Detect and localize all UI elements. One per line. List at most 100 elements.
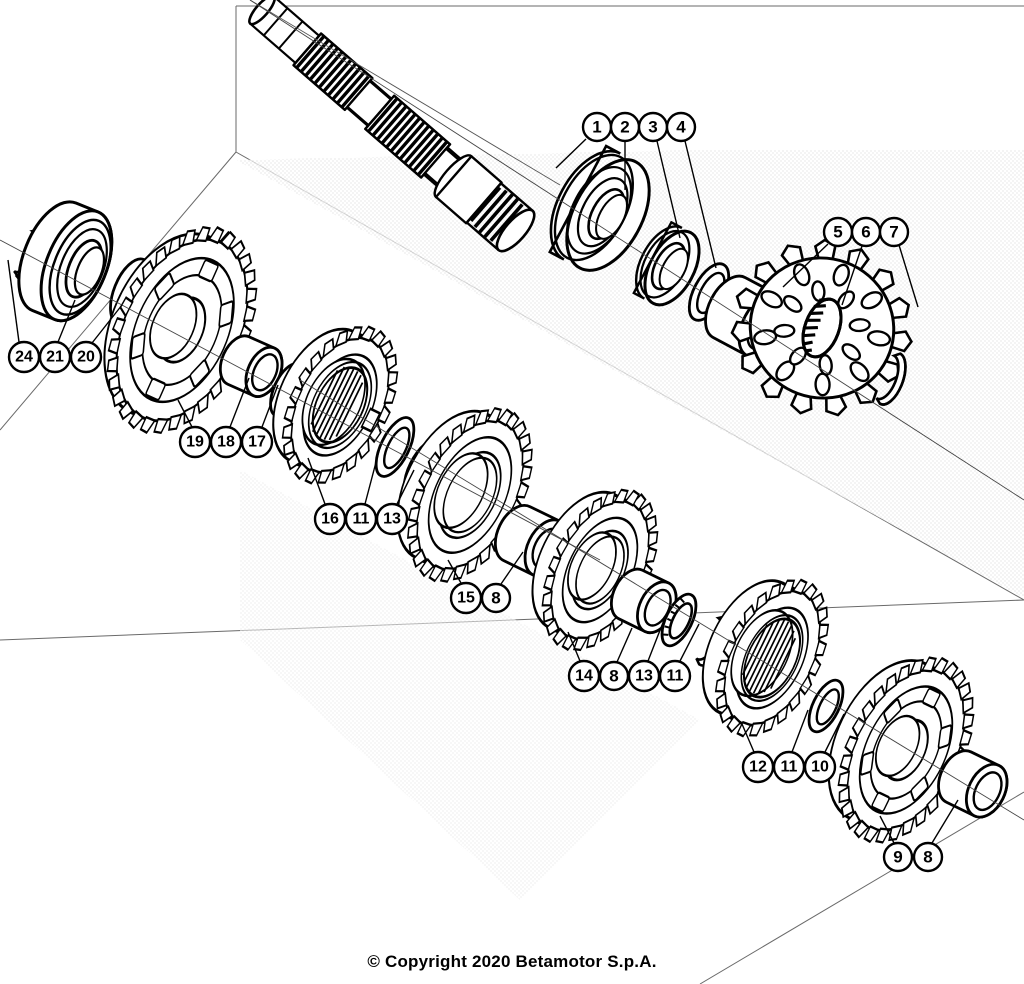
part-toothed-washer-13b xyxy=(660,592,698,648)
callout-balloon[interactable] xyxy=(69,340,103,374)
callout-number: 16 xyxy=(321,511,339,528)
callout-9[interactable]: 9 xyxy=(879,815,914,873)
callout-balloon[interactable] xyxy=(878,216,910,248)
callout-leader-line xyxy=(396,469,415,505)
callout-number: 17 xyxy=(248,434,266,451)
callout-number: 13 xyxy=(635,668,653,685)
callout-leader-line xyxy=(364,446,381,505)
callout-number: 5 xyxy=(833,223,842,242)
part-sliding-gear-12 xyxy=(701,578,830,738)
callout-number: 8 xyxy=(491,589,500,608)
part-ball-bearing-21 xyxy=(17,200,114,323)
callout-17[interactable]: 17 xyxy=(240,384,279,459)
callout-balloon[interactable] xyxy=(480,582,512,614)
callout-24[interactable]: 24 xyxy=(7,259,41,374)
callout-8[interactable]: 8 xyxy=(912,799,959,873)
callout-10[interactable]: 10 xyxy=(803,713,845,784)
callout-11[interactable]: 11 xyxy=(658,623,700,693)
callout-leader-line xyxy=(684,140,717,269)
callout-leader-line xyxy=(931,799,959,844)
callout-number: 11 xyxy=(781,759,798,776)
callout-number: 7 xyxy=(889,223,898,242)
callout-balloon[interactable] xyxy=(375,502,409,536)
copyright-notice: © Copyright 2020 Betamotor S.p.A. xyxy=(367,952,657,971)
callout-leader-line xyxy=(229,377,250,428)
callout-leader-line xyxy=(782,243,829,288)
callout-balloon[interactable] xyxy=(240,425,274,459)
callout-leader-line xyxy=(841,245,863,306)
part-main-shaft xyxy=(248,0,561,253)
callout-leader-line xyxy=(567,631,581,662)
callout-leader-line xyxy=(7,259,20,343)
callout-3[interactable]: 3 xyxy=(637,111,681,239)
callout-11[interactable]: 11 xyxy=(772,709,809,784)
callout-leader-line xyxy=(261,384,279,428)
callout-leader-line xyxy=(647,619,665,662)
callout-13[interactable]: 13 xyxy=(375,469,415,536)
callout-leader-line xyxy=(555,138,587,169)
callout-leader-line xyxy=(656,140,681,239)
callout-number: 14 xyxy=(575,668,593,685)
callout-number: 21 xyxy=(46,349,64,366)
callout-number: 20 xyxy=(77,349,95,366)
callout-leader-line xyxy=(898,244,919,308)
callout-number: 13 xyxy=(383,511,401,528)
part-drive-sprocket-5 xyxy=(730,238,913,417)
callout-leader-line xyxy=(177,399,193,428)
callout-number: 19 xyxy=(186,434,204,451)
callout-leader-line xyxy=(500,551,524,585)
callout-number: 10 xyxy=(811,759,829,776)
callout-number: 8 xyxy=(609,667,618,686)
callout-leader-line xyxy=(824,713,845,753)
part-ball-bearing-2 xyxy=(548,144,651,272)
callout-11[interactable]: 11 xyxy=(344,446,381,536)
callout-number: 3 xyxy=(648,118,657,137)
part-gear-14 xyxy=(531,488,659,652)
callout-number: 18 xyxy=(217,434,235,451)
callout-leader-line xyxy=(616,627,633,663)
callout-number: 11 xyxy=(667,668,684,685)
part-washer-3b xyxy=(687,262,731,322)
callout-20[interactable]: 20 xyxy=(69,304,123,374)
callout-number: 1 xyxy=(592,118,601,137)
callout-15[interactable]: 15 xyxy=(447,559,483,615)
callout-balloon[interactable] xyxy=(665,111,697,143)
callout-balloon[interactable] xyxy=(912,841,944,873)
callout-number: 4 xyxy=(676,118,686,137)
callout-2[interactable]: 2 xyxy=(609,111,641,190)
callout-balloon[interactable] xyxy=(882,841,914,873)
callout-number: 6 xyxy=(861,223,870,242)
callout-leader-line xyxy=(307,457,326,505)
callout-7[interactable]: 7 xyxy=(878,216,919,308)
callout-leader-line xyxy=(791,709,809,753)
callout-number: 15 xyxy=(457,590,475,607)
callout-number: 12 xyxy=(749,759,767,776)
callout-18[interactable]: 18 xyxy=(209,377,250,459)
callout-4[interactable]: 4 xyxy=(665,111,717,269)
callout-leader-line xyxy=(57,299,76,343)
part-sprocket-hub-spline-6 xyxy=(801,297,843,359)
callout-leader-line xyxy=(679,623,700,662)
part-sliding-dog-gear-16 xyxy=(272,325,399,485)
callout-12[interactable]: 12 xyxy=(741,723,775,784)
callout-19[interactable]: 19 xyxy=(177,399,212,459)
callout-leader-line xyxy=(879,815,895,844)
assembly-axis-line xyxy=(0,0,1024,821)
callout-leader-line xyxy=(447,559,462,584)
callout-number: 8 xyxy=(923,848,932,867)
part-lock-washer-11c xyxy=(807,678,845,734)
part-snap-ring-7 xyxy=(875,352,907,406)
callout-14[interactable]: 14 xyxy=(567,631,601,693)
callout-number: 2 xyxy=(620,118,629,137)
callout-number: 11 xyxy=(353,511,370,528)
callout-8[interactable]: 8 xyxy=(480,551,524,614)
callout-number: 24 xyxy=(15,349,33,366)
callout-balloon[interactable] xyxy=(803,750,837,784)
callout-balloon[interactable] xyxy=(658,659,692,693)
part-gear-wheel-9 xyxy=(827,656,975,844)
callout-leader-line xyxy=(91,304,123,344)
part-bushing-18 xyxy=(218,334,284,398)
